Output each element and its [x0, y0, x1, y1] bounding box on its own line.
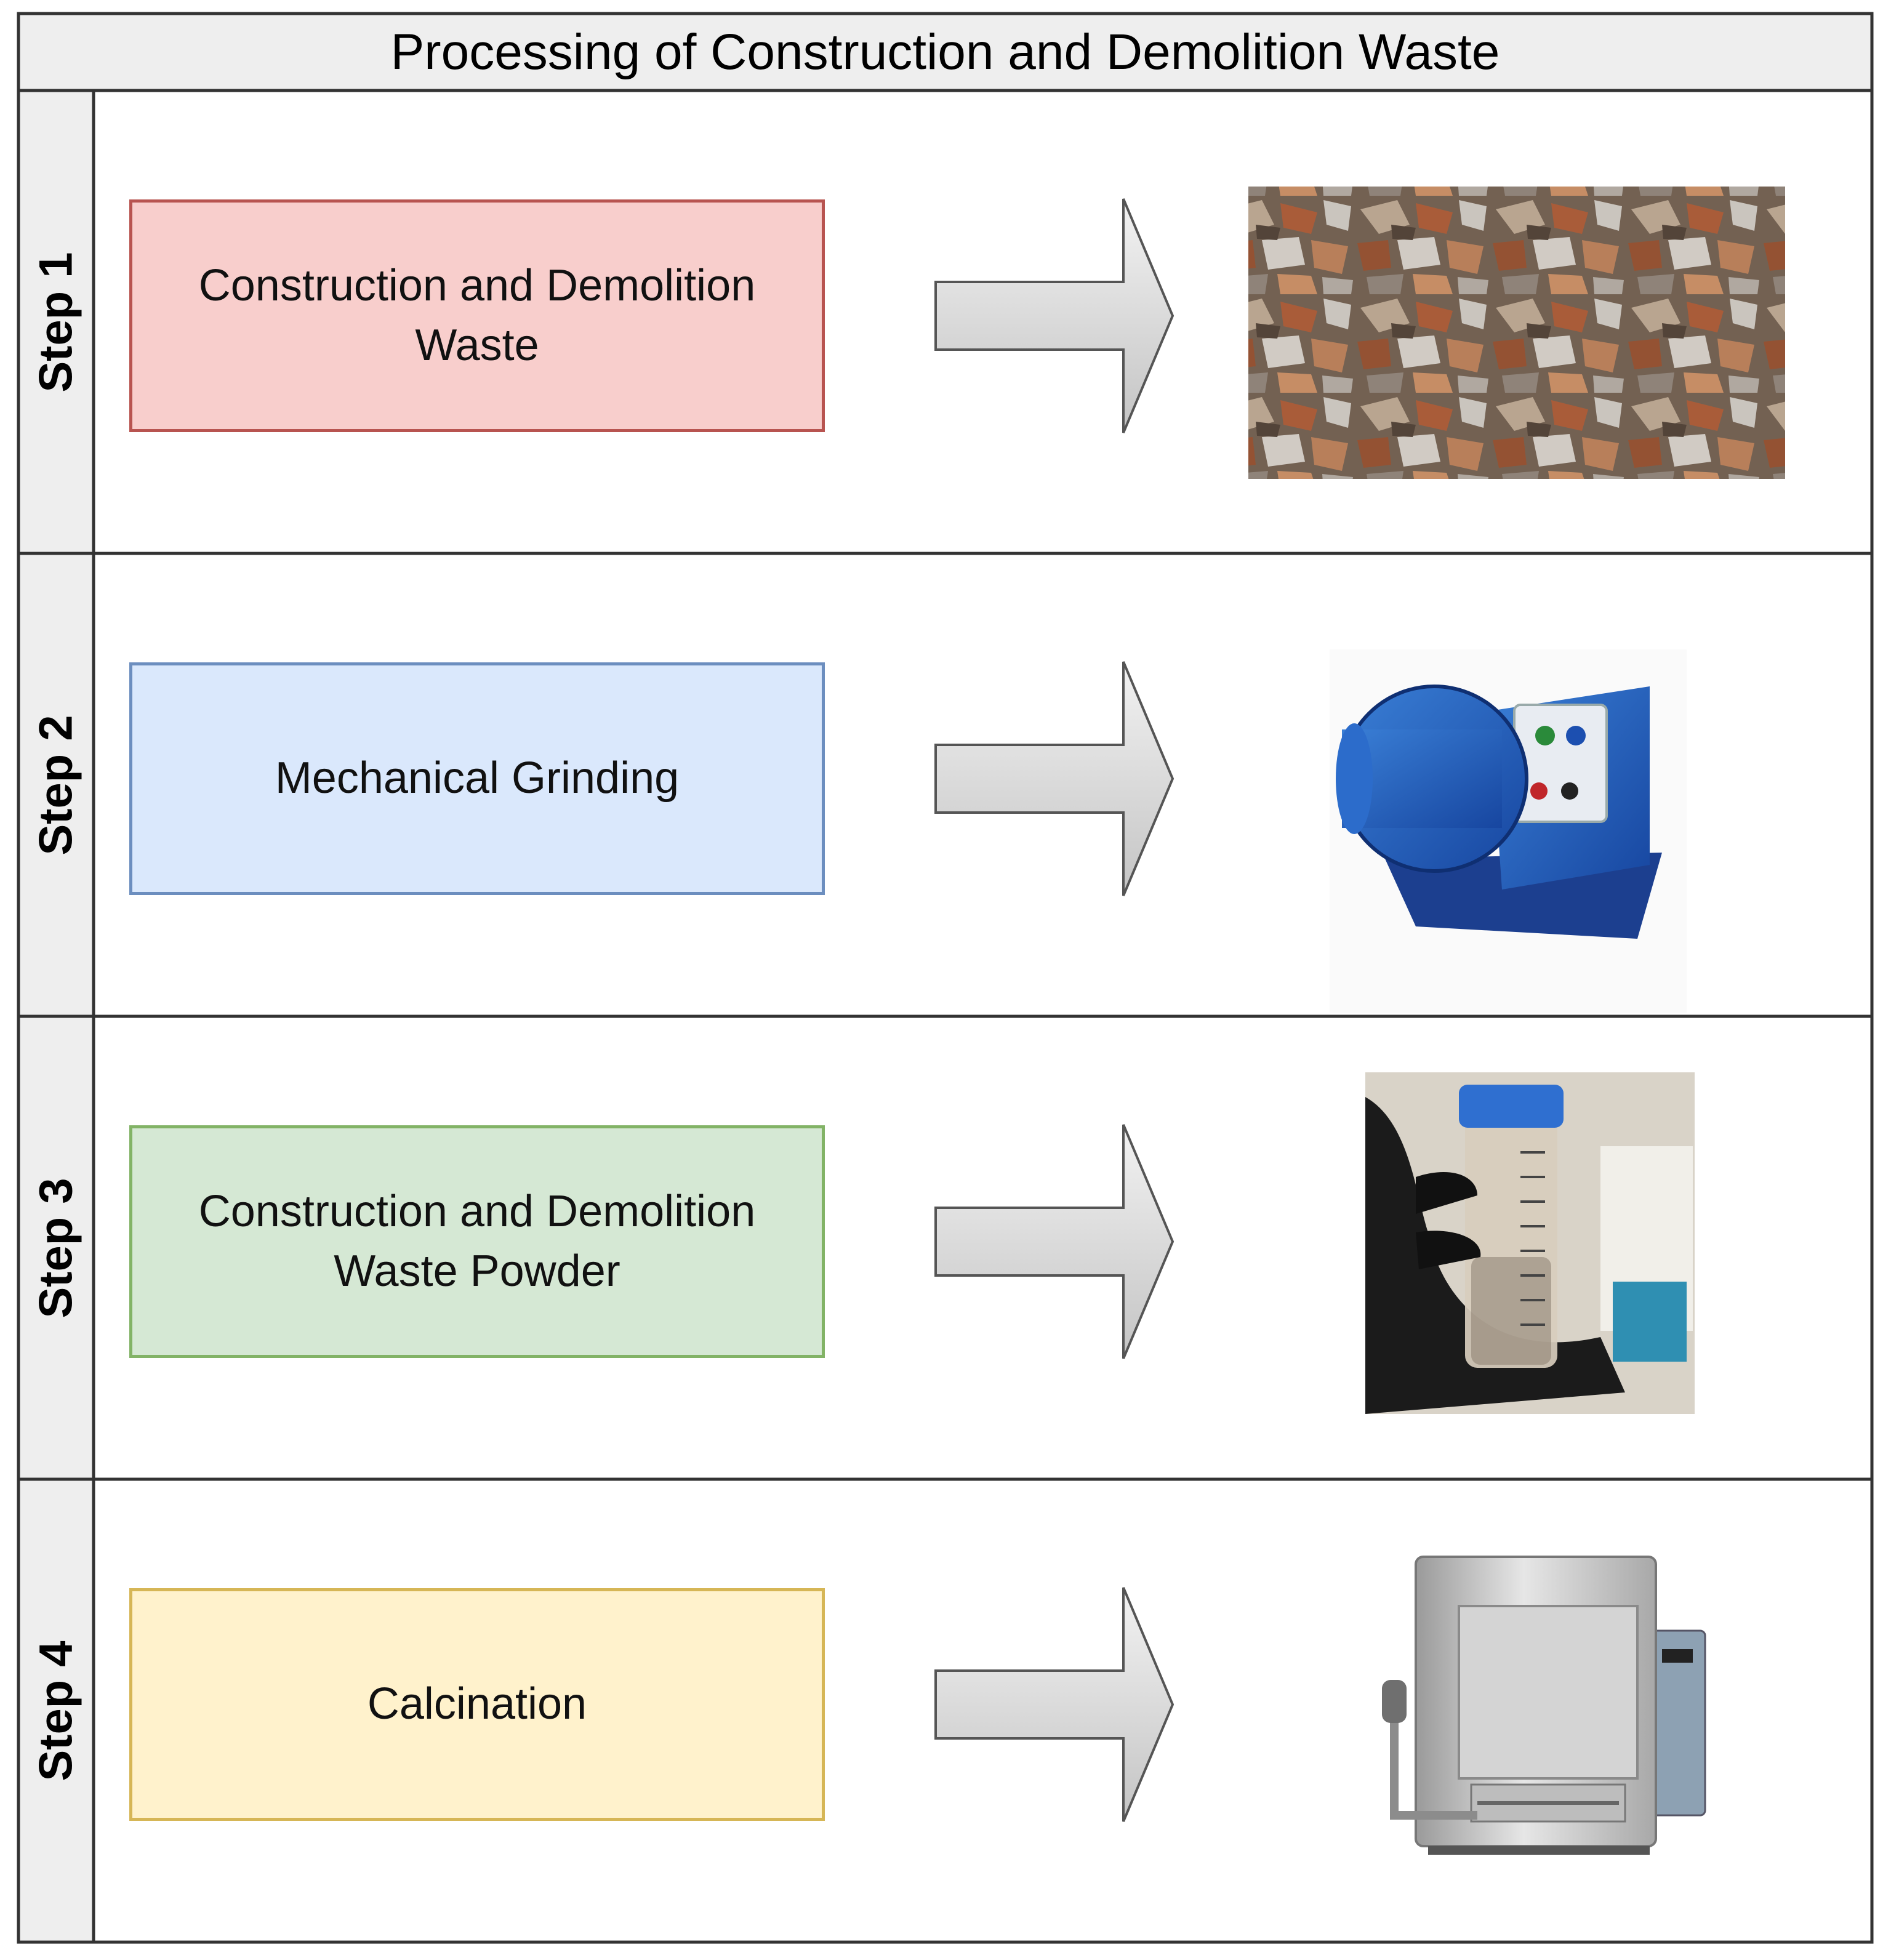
rubble-texture: [1248, 187, 1785, 479]
process-box-text: Construction and Demolition Waste Powder: [198, 1186, 756, 1296]
step-2-label: Step 2: [18, 553, 94, 1016]
calcination-furnace-photo: [1382, 1556, 1706, 1855]
illustrations: [1248, 187, 1785, 1855]
step-2-arrow: [934, 661, 1174, 896]
blue-grinding-machine-photo: [1330, 649, 1687, 1013]
process-box-text: Calcination: [367, 1679, 587, 1729]
powder-sample-tube-photo: [1365, 1072, 1695, 1414]
title-header-bar: [17, 12, 1874, 92]
construction-demolition-rubble-photo: [1248, 187, 1785, 479]
step-3-label: Step 3: [18, 1016, 94, 1479]
step-4-process-box: Calcination: [129, 1588, 825, 1821]
step-label-text: Step 1: [30, 251, 82, 393]
step-label-text: Step 4: [30, 1640, 82, 1781]
step-3-process-box: Construction and Demolition Waste Powder: [129, 1125, 825, 1358]
step-3-arrow: [934, 1124, 1174, 1359]
step-label-text: Step 3: [30, 1177, 82, 1319]
step-2-process-box: Mechanical Grinding: [129, 662, 825, 895]
arrows: [934, 198, 1174, 1822]
step-4-label: Step 4: [18, 1479, 94, 1942]
process-box-text: Mechanical Grinding: [275, 753, 680, 803]
step-label-text: Step 2: [30, 714, 82, 856]
step-1-label: Step 1: [18, 90, 94, 553]
diagram-title: Processing of Construction and Demolitio…: [390, 23, 1500, 80]
step-1-process-box: Construction and Demolition Waste: [129, 199, 825, 432]
step-4-arrow: [934, 1587, 1174, 1822]
step-1-arrow: [934, 198, 1174, 433]
process-box-text: Construction and Demolition Waste: [198, 260, 756, 370]
